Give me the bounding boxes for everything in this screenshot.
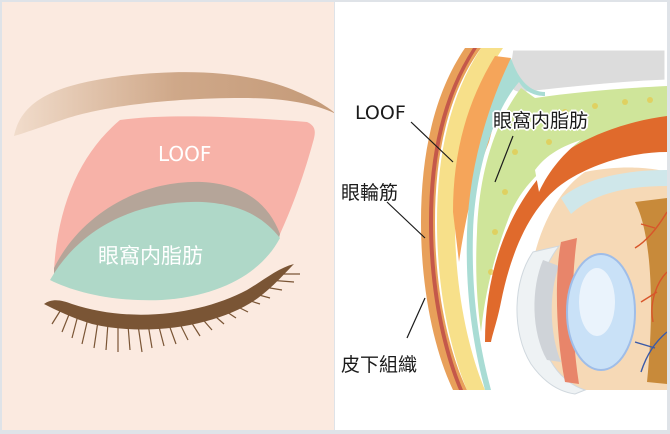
levator-muscle xyxy=(485,116,667,342)
eyelid-surface-illustration xyxy=(14,72,334,353)
cross-section-illustration xyxy=(386,45,667,395)
subcutaneous-layer xyxy=(437,48,503,390)
ciliary-body xyxy=(635,198,667,384)
orbicularis-muscle-label: 眼輪筋 xyxy=(341,182,399,204)
eyebrow xyxy=(14,72,334,136)
retinal-vessels-blue xyxy=(634,331,667,373)
eyelid-cross-section-panel: LOOF 眼窩内脂肪 眼輪筋 皮下組織 xyxy=(335,2,667,430)
eyelid-surface-panel: LOOF 眼窩内脂肪 xyxy=(2,2,334,430)
anterior-chamber xyxy=(534,260,561,362)
orbital-fat-layer xyxy=(476,86,667,332)
subcutaneous-tissue-label: 皮下組織 xyxy=(341,354,418,376)
orbital-septum xyxy=(466,58,545,390)
orbital-fat-region xyxy=(50,201,280,301)
loof-label: LOOF xyxy=(158,142,212,166)
orbicularis-muscle xyxy=(429,48,477,390)
loof-label: LOOF xyxy=(355,102,406,124)
orbital-fat-label: 眼窩内脂肪 xyxy=(493,110,589,132)
fat-texture xyxy=(488,97,653,275)
eyelashes xyxy=(51,273,300,353)
sclera-band xyxy=(561,170,667,214)
leader-lines xyxy=(386,121,514,339)
orbital-fat-label: 眼窩内脂肪 xyxy=(98,244,203,268)
levator-highlight xyxy=(535,140,581,192)
eyelash-line xyxy=(44,264,294,330)
retinal-vessels-red xyxy=(634,211,667,323)
